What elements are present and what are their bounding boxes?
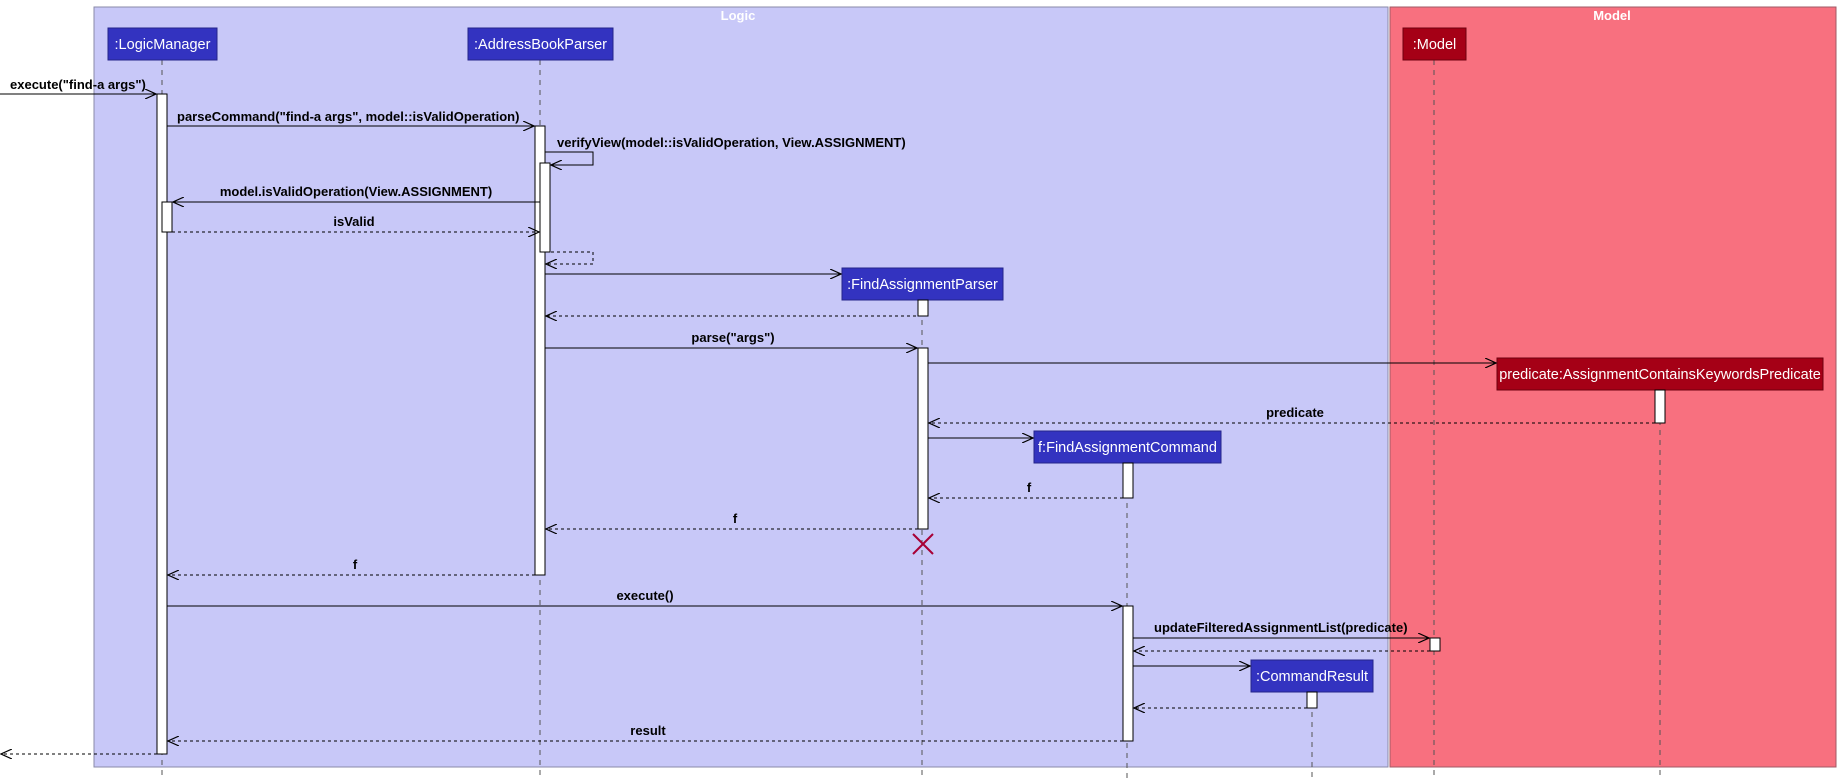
msg-execute-label: execute() <box>616 588 673 603</box>
msg-command-f-label: f <box>1027 480 1032 495</box>
msg-parser-f-label: f <box>733 511 738 526</box>
model-group-title: Model <box>1593 8 1631 23</box>
activation-logic-manager <box>156 93 168 755</box>
participant-model: :Model <box>1402 27 1467 61</box>
msg-address-book-parser-f-label: f <box>353 557 358 572</box>
activation-logic-manager-callback <box>161 201 173 233</box>
msg-verify-view-return <box>545 251 594 264</box>
msg-verify-view-arrow <box>545 151 594 165</box>
svg-text::AddressBookParser: :AddressBookParser <box>474 37 607 53</box>
destroy-mark <box>912 533 934 555</box>
participant-address-book-parser: :AddressBookParser <box>467 27 614 61</box>
logic-group-title: Logic <box>721 8 756 23</box>
msg-verify-view-label: verifyView(model::isValidOperation, View… <box>557 135 906 150</box>
svg-text::FindAssignmentParser: :FindAssignmentParser <box>847 277 998 293</box>
activation-find-assignment-command-execute <box>1122 605 1134 742</box>
msg-is-valid-operation-label: model.isValidOperation(View.ASSIGNMENT) <box>220 184 492 199</box>
activation-find-assignment-parser-parse <box>917 347 929 530</box>
msg-execute-find-label: execute("find-a args") <box>10 77 146 92</box>
svg-text::Model: :Model <box>1413 37 1457 53</box>
participant-logic-manager: :LogicManager <box>107 27 218 61</box>
svg-text::LogicManager: :LogicManager <box>115 37 211 53</box>
activation-find-assignment-command-create <box>1122 462 1134 499</box>
activation-address-book-parser <box>534 125 546 576</box>
msg-result-label: result <box>630 723 666 738</box>
logic-group <box>93 6 1389 768</box>
participant-find-assignment-command: f:FindAssignmentCommand <box>1033 430 1222 464</box>
msg-is-valid-label: isValid <box>333 214 374 229</box>
msg-update-filtered-label: updateFilteredAssignmentList(predicate) <box>1154 620 1408 635</box>
msg-parse-args-label: parse("args") <box>691 330 774 345</box>
activation-command-result <box>1306 691 1318 709</box>
msg-parse-command-label: parseCommand("find-a args", model::isVal… <box>177 109 519 124</box>
svg-text::CommandResult: :CommandResult <box>1256 669 1368 685</box>
svg-text:predicate:AssignmentContainsKe: predicate:AssignmentContainsKeywordsPred… <box>1499 367 1821 383</box>
participant-find-assignment-parser: :FindAssignmentParser <box>841 267 1004 301</box>
activation-predicate <box>1654 389 1666 424</box>
participant-predicate: predicate:AssignmentContainsKeywordsPred… <box>1496 357 1824 391</box>
activation-find-assignment-parser-create <box>917 299 929 317</box>
svg-text:f:FindAssignmentCommand: f:FindAssignmentCommand <box>1038 440 1217 456</box>
participant-command-result: :CommandResult <box>1250 659 1374 693</box>
activation-address-book-parser-verify <box>539 162 551 253</box>
msg-predicate-label: predicate <box>1266 405 1324 420</box>
activation-model <box>1429 637 1441 652</box>
